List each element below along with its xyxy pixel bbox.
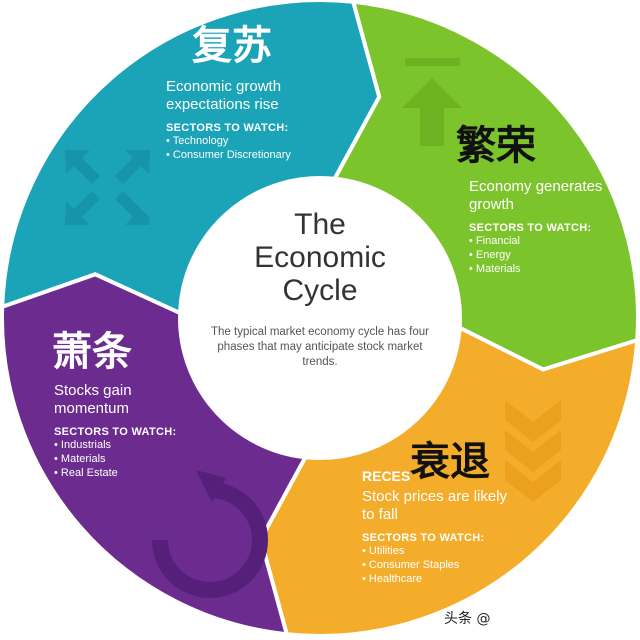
sector-item: Financial [469, 234, 609, 248]
sectors-label: SECTORS TO WATCH: [469, 222, 592, 234]
center-circle [180, 178, 460, 458]
phase-recovery: 复苏 [192, 24, 272, 68]
center-subtitle: The typical market economy cycle has fou… [211, 326, 429, 368]
phase-depression: 萧条 [52, 330, 132, 374]
sector-item: Materials [469, 262, 609, 276]
chevrons-down-icon [505, 400, 561, 502]
phase-chinese-label: 繁荣 [456, 123, 536, 169]
title-line: Economic [254, 241, 386, 274]
segment-recession [258, 324, 640, 638]
phase-recovery-text: Economic growth expectations rise SECTOR… [166, 78, 366, 162]
sectors-label: SECTORS TO WATCH: [54, 426, 177, 438]
phase-recession: 衰退 [410, 440, 490, 484]
phase-chinese-label: 萧条 [52, 329, 132, 375]
sector-item: Healthcare [362, 572, 522, 586]
title-line: Cycle [282, 274, 358, 307]
phase-recession-text: Stock prices are likely to fall SECTORS … [362, 488, 522, 586]
phase-chinese-label: 复苏 [192, 23, 272, 69]
sector-item: Utilities [362, 544, 522, 558]
arrow-up-to-bar-icon [402, 58, 462, 146]
sector-item: Industrials [54, 438, 204, 452]
phase-description: Stock prices are likely to fall [362, 488, 508, 523]
sector-item: Energy [469, 248, 609, 262]
phase-depression-text: Stocks gain momentum SECTORS TO WATCH: I… [54, 382, 204, 480]
phase-description: Stocks gain momentum [54, 382, 132, 417]
sector-item: Consumer Discretionary [166, 148, 366, 162]
sector-item: Consumer Staples [362, 558, 522, 572]
phase-description: Economic growth expectations rise [166, 78, 282, 113]
phase-recession-english: RECES [362, 468, 411, 484]
sector-item: Materials [54, 452, 204, 466]
watermark: 头条 @ [444, 611, 491, 627]
phase-description: Economy generates growth [469, 178, 603, 213]
circular-arrow-icon [152, 482, 268, 598]
sectors-label: SECTORS TO WATCH: [166, 122, 289, 134]
title-line: The [294, 208, 346, 241]
sector-item: Technology [166, 134, 366, 148]
sector-item: Real Estate [54, 466, 204, 480]
phase-chinese-label: 衰退 [410, 439, 490, 485]
expand-arrows-icon [65, 150, 150, 225]
phase-expansion-text: Economy generates growth SECTORS TO WATC… [469, 178, 609, 276]
center-title: The Economic Cycle [200, 208, 440, 307]
sectors-label: SECTORS TO WATCH: [362, 532, 485, 544]
phase-expansion: 繁荣 [456, 124, 536, 168]
